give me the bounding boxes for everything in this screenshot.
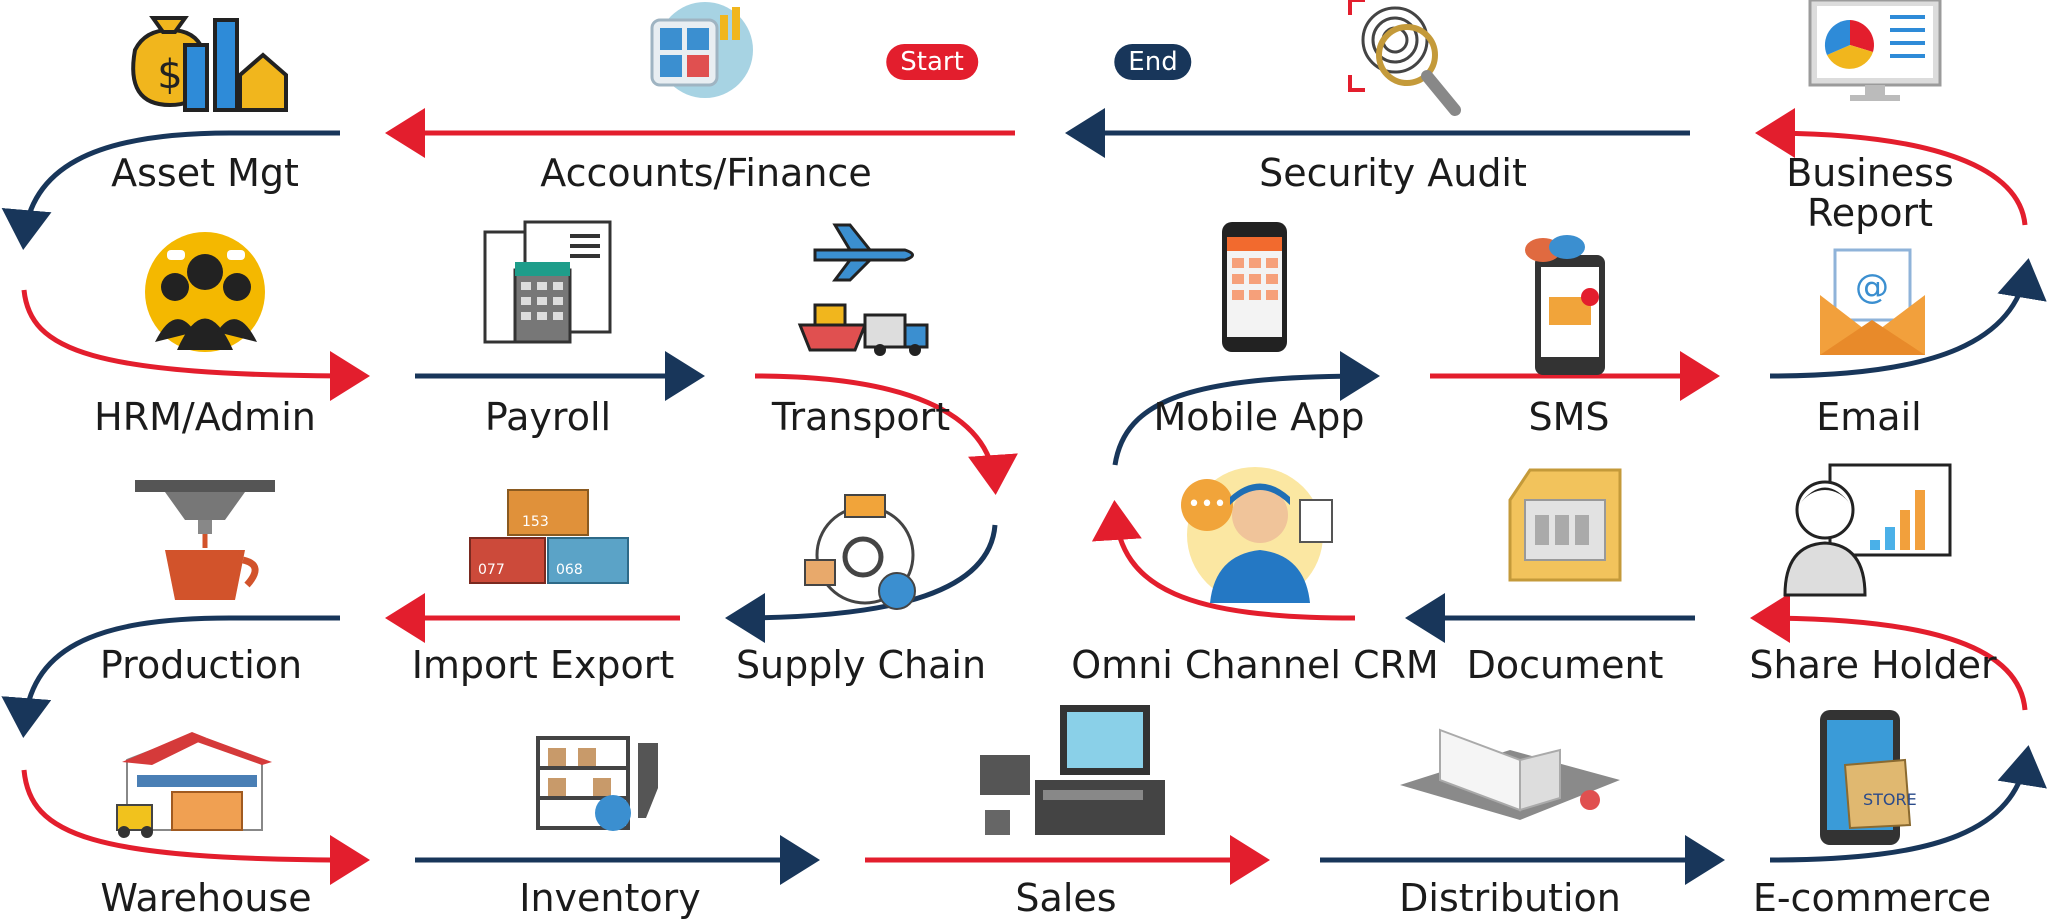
arrow-crm-to-mobile: [1112, 351, 1380, 466]
label-ecommerce: E-commerce: [1752, 876, 1992, 920]
arrow-to-shareholder: [1750, 593, 2028, 711]
label-production: Production: [99, 643, 303, 687]
folder-documents-icon: [1508, 468, 1622, 582]
label-sales: Sales: [1015, 876, 1117, 920]
ecommerce-shopping-icon: STORE: [1820, 710, 1917, 845]
arrow-crm-up: [1091, 500, 1356, 621]
label-email: Email: [1816, 395, 1922, 439]
arrow-report-to-audit: [1755, 108, 2028, 226]
payroll-calculator-icon: [483, 220, 612, 344]
shareholder-presentation-icon: [1783, 463, 1952, 597]
svg-text:•••: •••: [1188, 492, 1227, 517]
label-sms: SMS: [1528, 395, 1610, 439]
label-mobile-app: Mobile App: [1153, 395, 1365, 439]
arrow-supply-chain: [725, 524, 998, 643]
arrow-ecommerce-up: [1769, 745, 2047, 863]
label-share-holder: Share Holder: [1749, 643, 1997, 687]
label-hrm-admin: HRM/Admin: [94, 395, 316, 439]
arrow-email-up: [1769, 258, 2047, 379]
svg-text:$: $: [157, 52, 182, 98]
label-business-report: Business Report: [1786, 151, 1954, 235]
arrow-asset-curve: [1, 130, 231, 250]
label-distribution: Distribution: [1399, 876, 1621, 920]
svg-text:068: 068: [556, 562, 583, 578]
delivery-van-icon: [1400, 728, 1620, 820]
start-badge: Start: [886, 44, 978, 80]
svg-text:@: @: [1855, 267, 1889, 307]
svg-text:153: 153: [522, 514, 549, 530]
flow-arrows: [1, 108, 2047, 885]
pos-terminal-icon: [980, 705, 1165, 835]
email-envelope-icon: @: [1820, 248, 1925, 355]
label-document: Document: [1466, 643, 1664, 687]
label-asset-mgt: Asset Mgt: [111, 151, 299, 195]
team-meeting-icon: [145, 232, 265, 352]
arrow-transport-down: [754, 373, 1018, 495]
svg-text:077: 077: [478, 562, 505, 578]
end-badge: End: [1114, 44, 1192, 80]
monitor-report-icon: [1808, 0, 1942, 101]
label-security-audit: Security Audit: [1259, 151, 1527, 195]
inventory-scanner-icon: [536, 736, 658, 831]
arrow-production-curve: [1, 615, 231, 738]
smartphone-app-icon: [1222, 222, 1287, 352]
label-transport: Transport: [771, 395, 951, 439]
label-payroll: Payroll: [484, 395, 612, 439]
label-import-export: Import Export: [411, 643, 675, 687]
arrow-to-hrm: [21, 289, 370, 401]
svg-text:STORE: STORE: [1863, 790, 1917, 809]
sms-phone-icon: [1525, 235, 1605, 375]
warehouse-forklift-icon: [116, 732, 272, 838]
fingerprint-search-icon: [1348, 0, 1461, 116]
label-supply-chain: Supply Chain: [735, 643, 987, 687]
plane-ship-truck-icon: [797, 223, 929, 356]
label-warehouse: Warehouse: [100, 876, 312, 920]
calculator-chart-icon: [650, 2, 753, 98]
money-bag-icon: $: [131, 16, 288, 112]
label-omni-channel-crm: Omni Channel CRM: [1071, 643, 1439, 687]
arrow-to-warehouse: [21, 769, 370, 885]
supply-chain-gear-icon: [804, 494, 916, 610]
shipping-containers-icon: 153 077 068: [469, 489, 629, 584]
label-inventory: Inventory: [519, 876, 701, 920]
customer-support-agent-icon: •••: [1181, 467, 1333, 603]
label-accounts-finance: Accounts/Finance: [540, 151, 872, 195]
coffee-machine-icon: [135, 480, 275, 600]
